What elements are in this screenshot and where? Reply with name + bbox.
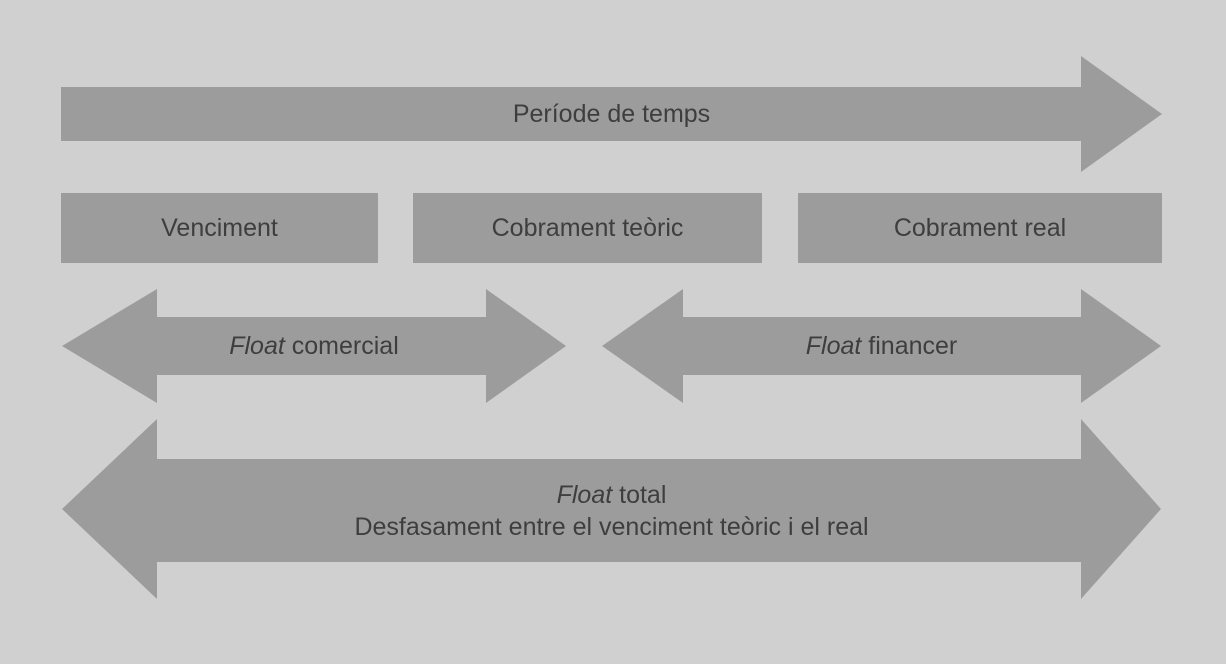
- cobrament-real-box-label: Cobrament real: [798, 193, 1162, 263]
- float-total-subtitle-line: Desfasament entre el venciment teòric i …: [354, 512, 869, 541]
- cobrament-teoric-box: [413, 193, 762, 263]
- venciment-box-label-text: Venciment: [161, 214, 278, 242]
- float-total-italic-text: Float: [556, 480, 613, 509]
- cobrament-teoric-box-label-text: Cobrament teòric: [491, 214, 684, 242]
- float-comercial-rest-text: comercial: [284, 332, 399, 360]
- cobrament-real-box: [798, 193, 1162, 263]
- float-financer-rest-text: financer: [861, 332, 958, 360]
- float-financer-arrow-shape: [602, 289, 1161, 403]
- float-comercial-arrow-label: Float comercial: [62, 317, 566, 375]
- float-total-rest-text: total: [612, 480, 667, 509]
- float-financer-arrow-label: Float financer: [602, 317, 1161, 375]
- timeline-arrow-shape: [61, 56, 1162, 172]
- timeline-arrow-label: Període de temps: [61, 87, 1162, 141]
- float-total-title-line: Float total: [354, 479, 868, 511]
- float-total-arrow-label: Float total Desfasament entre el vencime…: [62, 459, 1161, 562]
- timeline-arrow-label-text: Període de temps: [512, 100, 711, 128]
- float-financer-italic-text: Float: [805, 332, 862, 360]
- float-total-arrow-shape: [62, 419, 1161, 599]
- float-comercial-arrow-shape: [62, 289, 566, 403]
- cobrament-real-box-label-text: Cobrament real: [893, 214, 1067, 242]
- float-comercial-italic-text: Float: [229, 332, 285, 360]
- venciment-box: [61, 193, 378, 263]
- cobrament-teoric-box-label: Cobrament teòric: [413, 193, 762, 263]
- venciment-box-label: Venciment: [61, 193, 378, 263]
